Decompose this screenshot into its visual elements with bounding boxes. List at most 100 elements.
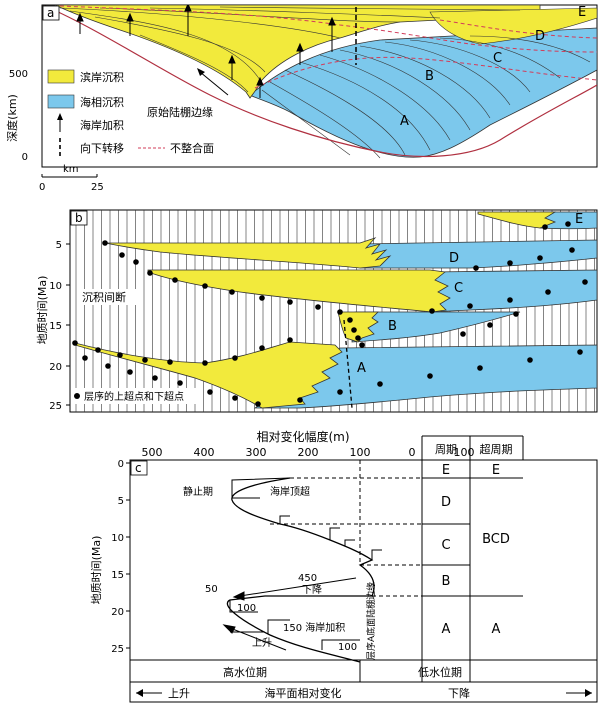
legend-aggradation-text: 海岸加积 [80,118,124,132]
onlap-point [287,299,293,305]
panel-a-label-box [42,5,60,21]
onlap-point [565,221,571,227]
onlap-point [429,308,435,314]
seq-A-coastal [74,341,343,409]
seq-label-a-B: B [425,69,434,84]
legend-downshift-text: 向下转移 [80,141,124,155]
seq-E-marine [539,211,597,230]
legend-coastal-text: 滨岸沉积 [80,70,124,84]
onlap-point [232,395,238,401]
panel-c-frame [129,459,598,683]
onlap-point [577,349,583,355]
superperiod-A: A [492,622,501,637]
onlap-point [297,397,303,403]
period-B: B [442,574,451,589]
unconformity-lines [59,5,597,89]
period-E: E [442,463,450,478]
onlap-point [542,224,548,230]
panel-a-ytick-0: 0 [22,152,28,163]
point-legend-dot [74,393,80,399]
panel-b-ytick: 5 [56,240,62,251]
panel-c-xtick: 0 [409,446,416,459]
onlap-point [359,342,365,348]
point-legend-text: 层序的上超点和下超点 [84,390,184,403]
onlap-point [232,355,238,361]
onlap-point [287,337,293,343]
panel-c-ytick: 25 [111,644,124,655]
hiatus-label: 沉积间断 [82,290,126,304]
onlap-point [102,240,108,246]
panel-a-label: a [47,6,54,20]
panel-c-ytick: 10 [111,533,124,544]
anno-stillstand: 静止期 [183,485,213,498]
onlap-point [259,295,265,301]
onlap-point [545,289,551,295]
coastal-fill-d [429,7,597,45]
superperiod-E: E [492,463,500,478]
period-A: A [442,622,451,637]
panel-c-ytick: 0 [118,459,124,470]
legend-marine-text: 海相沉积 [80,95,124,109]
anno-450: 450 [298,573,317,584]
panel-c-xtick: 500 [142,446,163,459]
period-C: C [441,538,450,553]
sealevel-curve [226,477,375,663]
panel-c-label: c [135,461,142,475]
onlap-point [315,304,321,310]
onlap-point [582,279,588,285]
onlap-point [82,355,88,361]
scale-25: 25 [91,182,104,193]
panel-c-xtick: 100 [350,446,371,459]
onlap-point [133,259,139,265]
onlap-point [351,327,357,333]
onlap-point [259,345,265,351]
highstand-label: 高水位期 [223,665,267,679]
onlap-point [527,357,533,363]
seq-label-b-E: E [575,212,583,227]
change-arrows [222,577,357,651]
onlap-point [460,331,466,337]
seq-E-coastal [477,211,557,229]
onlap-point [147,270,153,276]
legend-marine-swatch [47,94,75,109]
seq-label-b-D: D [449,251,459,266]
rise-arrow-icon [136,689,143,697]
anno-shelf-vertical: 层序A底面陆棚边缘 [365,582,377,660]
anno-50: 50 [205,584,218,595]
onlap-point [177,380,183,386]
lowstand-label: 低水位期 [418,665,462,679]
legend-coastal-swatch [47,69,75,84]
onlap-point [255,401,261,407]
scale-unit: km [63,164,79,175]
seq-label-a-A: A [400,114,409,129]
seq-label-a-C: C [493,51,502,66]
onlap-point [377,381,383,387]
aggradation-arrows [76,5,336,98]
basement-curve [44,5,597,158]
panel-c-xtick: 300 [246,446,267,459]
panel-c-top-axis-label: 相对变化幅度(m) [256,429,349,444]
col-period-header: 周期 [435,443,457,456]
hiatus-label-bg [80,289,142,305]
panel-c-xtick: 200 [298,446,319,459]
onlap-point [467,303,473,309]
onlap-downlap-points [72,221,588,407]
panel-b-label: b [75,211,83,225]
onlap-point [127,369,133,375]
anno-100b: 100 [338,642,357,653]
onlap-point [142,357,148,363]
onlap-point [167,359,173,365]
bottom-fall: 下降 [448,686,470,700]
onlap-point [477,365,483,371]
legend-unconformity-text: 不整合面 [170,141,214,155]
superperiod-BCD: BCD [482,532,510,547]
onlap-point [569,247,575,253]
onlap-point [513,311,519,317]
onlap-point [207,389,213,395]
seq-D-marine [359,239,597,269]
anno-150-aggradation: 150 海岸加积 [283,621,345,634]
